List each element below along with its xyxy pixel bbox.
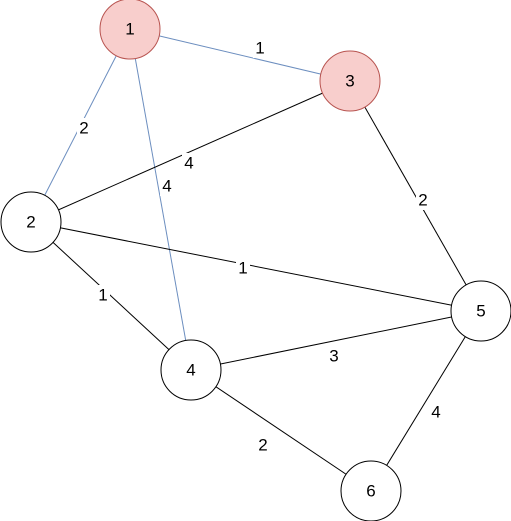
node-label: 1 (125, 20, 134, 39)
node-1[interactable]: 1 (99, 0, 161, 60)
edges-layer (30, 28, 482, 492)
edge-weight-background (96, 285, 110, 305)
node-circle[interactable] (0, 191, 62, 253)
node-circle[interactable] (319, 50, 381, 112)
edge-2-5 (30, 221, 482, 312)
edge-weight-2-4: 1 (96, 285, 110, 305)
edge-weight-background (327, 346, 341, 366)
edge-weight-label: 3 (329, 347, 338, 366)
edge-2-4 (30, 221, 192, 371)
edge-weight-label: 2 (79, 119, 88, 138)
node-label: 5 (476, 302, 485, 321)
edge-weight-3-5: 2 (416, 190, 430, 210)
edge-4-5 (190, 310, 482, 371)
edge-weight-label: 2 (258, 436, 267, 455)
node-label: 3 (345, 72, 354, 91)
edge-2-3 (30, 80, 351, 223)
edge-weight-background (256, 435, 270, 455)
edge-weight-background (236, 258, 250, 278)
node-5[interactable]: 5 (450, 280, 511, 342)
node-2[interactable]: 2 (0, 191, 62, 253)
edge-4-6 (190, 369, 372, 492)
edge-weight-2-3: 4 (182, 153, 196, 173)
edge-3-5 (349, 80, 482, 312)
node-label: 4 (186, 361, 195, 380)
edge-weight-1-2: 2 (77, 118, 91, 138)
edge-5-6 (370, 310, 482, 492)
edge-weight-4-6: 2 (256, 435, 270, 455)
edge-weight-background (429, 402, 443, 422)
edge-weight-label: 4 (162, 177, 171, 196)
edge-weight-label: 2 (418, 191, 427, 210)
edge-1-4 (129, 28, 192, 371)
node-circle[interactable] (160, 339, 222, 401)
node-label: 6 (366, 482, 375, 501)
edge-weight-label: 1 (255, 39, 264, 58)
node-circle[interactable] (340, 460, 402, 521)
node-3[interactable]: 3 (319, 50, 381, 112)
edge-weight-4-5: 3 (327, 346, 341, 366)
edge-1-3 (129, 28, 351, 82)
node-circle[interactable] (99, 0, 161, 60)
node-label: 2 (26, 213, 35, 232)
edge-weight-label: 4 (431, 403, 440, 422)
edge-weight-2-5: 1 (236, 258, 250, 278)
edge-weight-background (182, 153, 196, 173)
node-circle[interactable] (450, 280, 511, 342)
edge-weight-5-6: 4 (429, 402, 443, 422)
edge-weight-background (253, 38, 267, 58)
edge-weight-label: 4 (184, 154, 193, 173)
node-6[interactable]: 6 (340, 460, 402, 521)
edge-weight-1-4: 4 (160, 176, 174, 196)
edge-weight-background (160, 176, 174, 196)
edge-weight-background (77, 118, 91, 138)
edge-weight-1-3: 1 (253, 38, 267, 58)
edge-weight-label: 1 (98, 286, 107, 305)
edge-weight-label: 1 (238, 259, 247, 278)
node-4[interactable]: 4 (160, 339, 222, 401)
edge-weight-background (416, 190, 430, 210)
